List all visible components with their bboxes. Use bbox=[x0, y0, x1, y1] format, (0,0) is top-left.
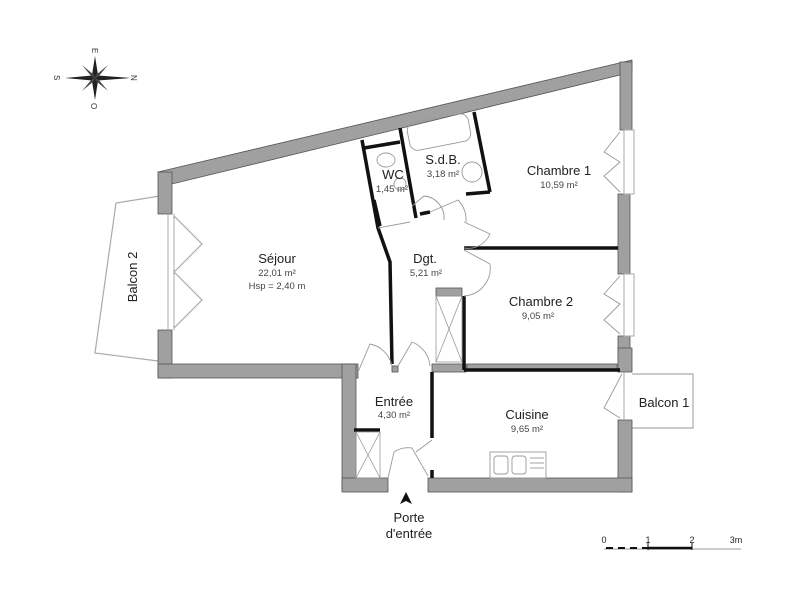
room-balcon-2: Balcon 2 bbox=[125, 252, 140, 303]
room-label: Dgt. bbox=[413, 251, 437, 266]
room-sejour: Séjour 22,01 m² Hsp = 2,40 m bbox=[249, 251, 306, 292]
balcon-1-outline bbox=[632, 373, 694, 429]
scale-tick-1: 1 bbox=[645, 535, 650, 545]
scale-tick-3: 3m bbox=[730, 535, 743, 545]
compass-east-label: E bbox=[90, 48, 99, 53]
kitchen-sink bbox=[489, 451, 547, 479]
washbasin bbox=[461, 161, 483, 183]
room-area: 5,21 m² bbox=[410, 268, 442, 279]
scale-tick-2: 2 bbox=[689, 535, 694, 545]
room-area: 9,05 m² bbox=[522, 311, 554, 322]
room-label: Cuisine bbox=[505, 407, 548, 422]
toilet bbox=[376, 152, 396, 168]
room-label: WC bbox=[382, 167, 404, 182]
room-label: Entrée bbox=[375, 394, 413, 409]
room-area: 4,30 m² bbox=[378, 410, 410, 421]
doors bbox=[357, 195, 491, 479]
room-label: Chambre 2 bbox=[509, 294, 573, 309]
room-area: 3,18 m² bbox=[427, 169, 459, 180]
entrance-marker: Porte d'entrée bbox=[386, 492, 433, 541]
room-sdb: S.d.B. 3,18 m² bbox=[425, 152, 460, 180]
room-area: 9,65 m² bbox=[511, 424, 543, 435]
compass-rose: E N S O bbox=[52, 48, 138, 109]
scale-bar: 0 1 2 3m bbox=[601, 535, 742, 550]
room-label: Séjour bbox=[258, 251, 296, 266]
partitions bbox=[354, 111, 620, 478]
room-area: 10,59 m² bbox=[540, 180, 578, 191]
entrance-label-line-1: Porte bbox=[393, 510, 424, 525]
room-area: 1,45 m² bbox=[376, 184, 408, 195]
room-chambre-2: Chambre 2 9,05 m² bbox=[509, 294, 573, 322]
room-wc: WC 1,45 m² bbox=[376, 167, 408, 195]
compass-west-label: O bbox=[89, 103, 98, 109]
closets bbox=[355, 295, 463, 479]
entrance-label-line-2: d'entrée bbox=[386, 526, 433, 541]
windows bbox=[167, 129, 635, 420]
room-label: Balcon 1 bbox=[639, 395, 690, 410]
fixtures bbox=[376, 113, 547, 479]
room-dgt: Dgt. 5,21 m² bbox=[410, 251, 442, 279]
compass-star-icon bbox=[65, 56, 131, 100]
entrance-arrow-icon bbox=[400, 492, 412, 504]
room-height: Hsp = 2,40 m bbox=[249, 281, 306, 292]
balcon-2-outline bbox=[94, 195, 161, 362]
room-entree: Entrée 4,30 m² bbox=[375, 394, 413, 421]
room-area: 22,01 m² bbox=[258, 268, 296, 279]
compass-north-label: N bbox=[129, 75, 138, 81]
room-label: Balcon 2 bbox=[125, 252, 140, 303]
compass-south-label: S bbox=[52, 75, 61, 80]
wc-basin bbox=[393, 177, 407, 191]
room-balcon-1: Balcon 1 bbox=[639, 395, 690, 410]
room-label: Chambre 1 bbox=[527, 163, 591, 178]
room-cuisine: Cuisine 9,65 m² bbox=[505, 407, 548, 435]
room-chambre-1: Chambre 1 10,59 m² bbox=[527, 163, 591, 191]
bathtub bbox=[406, 113, 472, 151]
scale-tick-0: 0 bbox=[601, 535, 606, 545]
exterior-walls bbox=[157, 59, 633, 493]
room-label: S.d.B. bbox=[425, 152, 460, 167]
